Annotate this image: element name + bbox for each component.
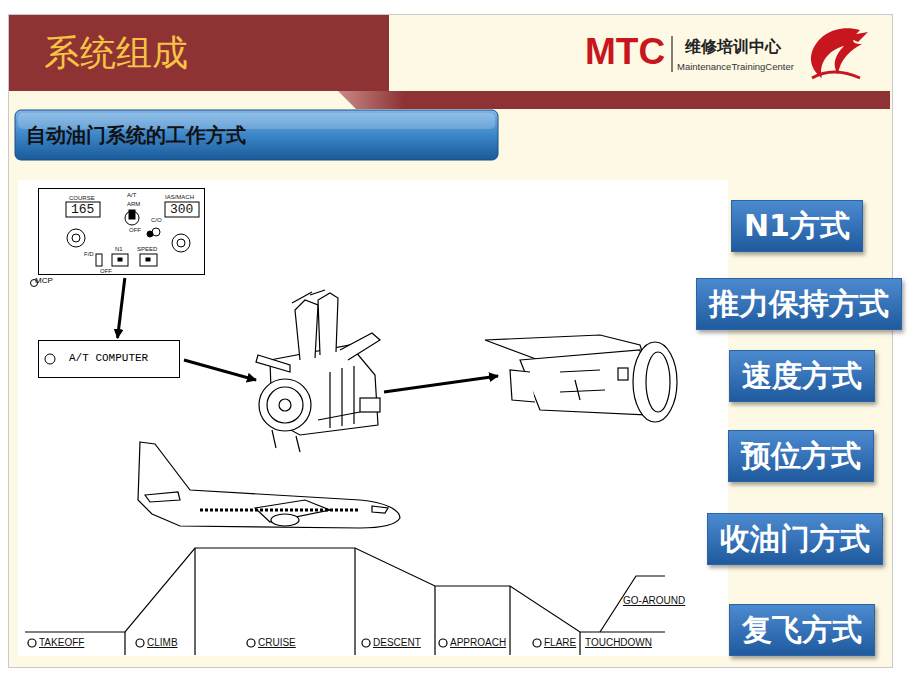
logo-text: MTC [585,33,665,70]
mode-box: 速度方式 [729,350,875,402]
mode-box: N1方式 [731,200,863,252]
panel-label: OFF [129,227,141,233]
panel-label: A/T [127,192,136,198]
panel-label: SPEED [137,246,157,252]
box-label: 自动油门系统的工作方式 [15,123,246,147]
display-value: 165 [71,203,94,216]
phase-label: DESCENT [373,638,421,648]
panel-label: N1 [115,246,123,252]
mode-box: 预位方式 [728,430,874,482]
connector-arrow [118,278,125,338]
panel-label: ARM [127,201,140,207]
slide-title: 系统组成 [44,35,188,71]
panel-label: C/O [151,217,162,223]
logo-text: 维修培训中心 [685,39,781,55]
logo-text: MaintenanceTrainingCenter [677,62,794,72]
phase-label: GO-AROUND [623,596,685,606]
mode-name: 速度方式 [742,361,862,391]
mode-name: N1方式 [744,211,850,241]
phase-label: CRUISE [258,638,296,648]
computer-box: A/T COMPUTER [38,340,180,378]
panel-name: MCP [35,276,53,285]
mode-name: 复飞方式 [742,615,862,645]
phase-label: APPROACH [450,638,506,648]
mode-box: 收油门方式 [707,513,883,565]
phase-label: CLIMB [147,638,178,648]
mode-name: 推力保持方式 [709,289,889,319]
display-value: 300 [170,203,193,216]
mode-box: 推力保持方式 [696,278,902,330]
mode-name: 预位方式 [741,441,861,471]
phase-label: FLARE [544,638,576,648]
box-label: A/T COMPUTER [39,352,148,364]
mode-box: 复飞方式 [729,604,875,656]
panel-label: OFF [100,268,112,274]
panel-label: F/D [84,251,94,257]
panel-label: COURSE [69,195,95,201]
mode-control-panel: MCP [38,188,205,275]
phase-label: TOUCHDOWN [585,638,652,648]
section-banner: 自动油门系统的工作方式 [15,110,498,160]
mode-name: 收油门方式 [720,524,870,554]
phase-label: TAKEOFF [39,638,84,648]
panel-label: IAS/MACH [165,194,194,200]
